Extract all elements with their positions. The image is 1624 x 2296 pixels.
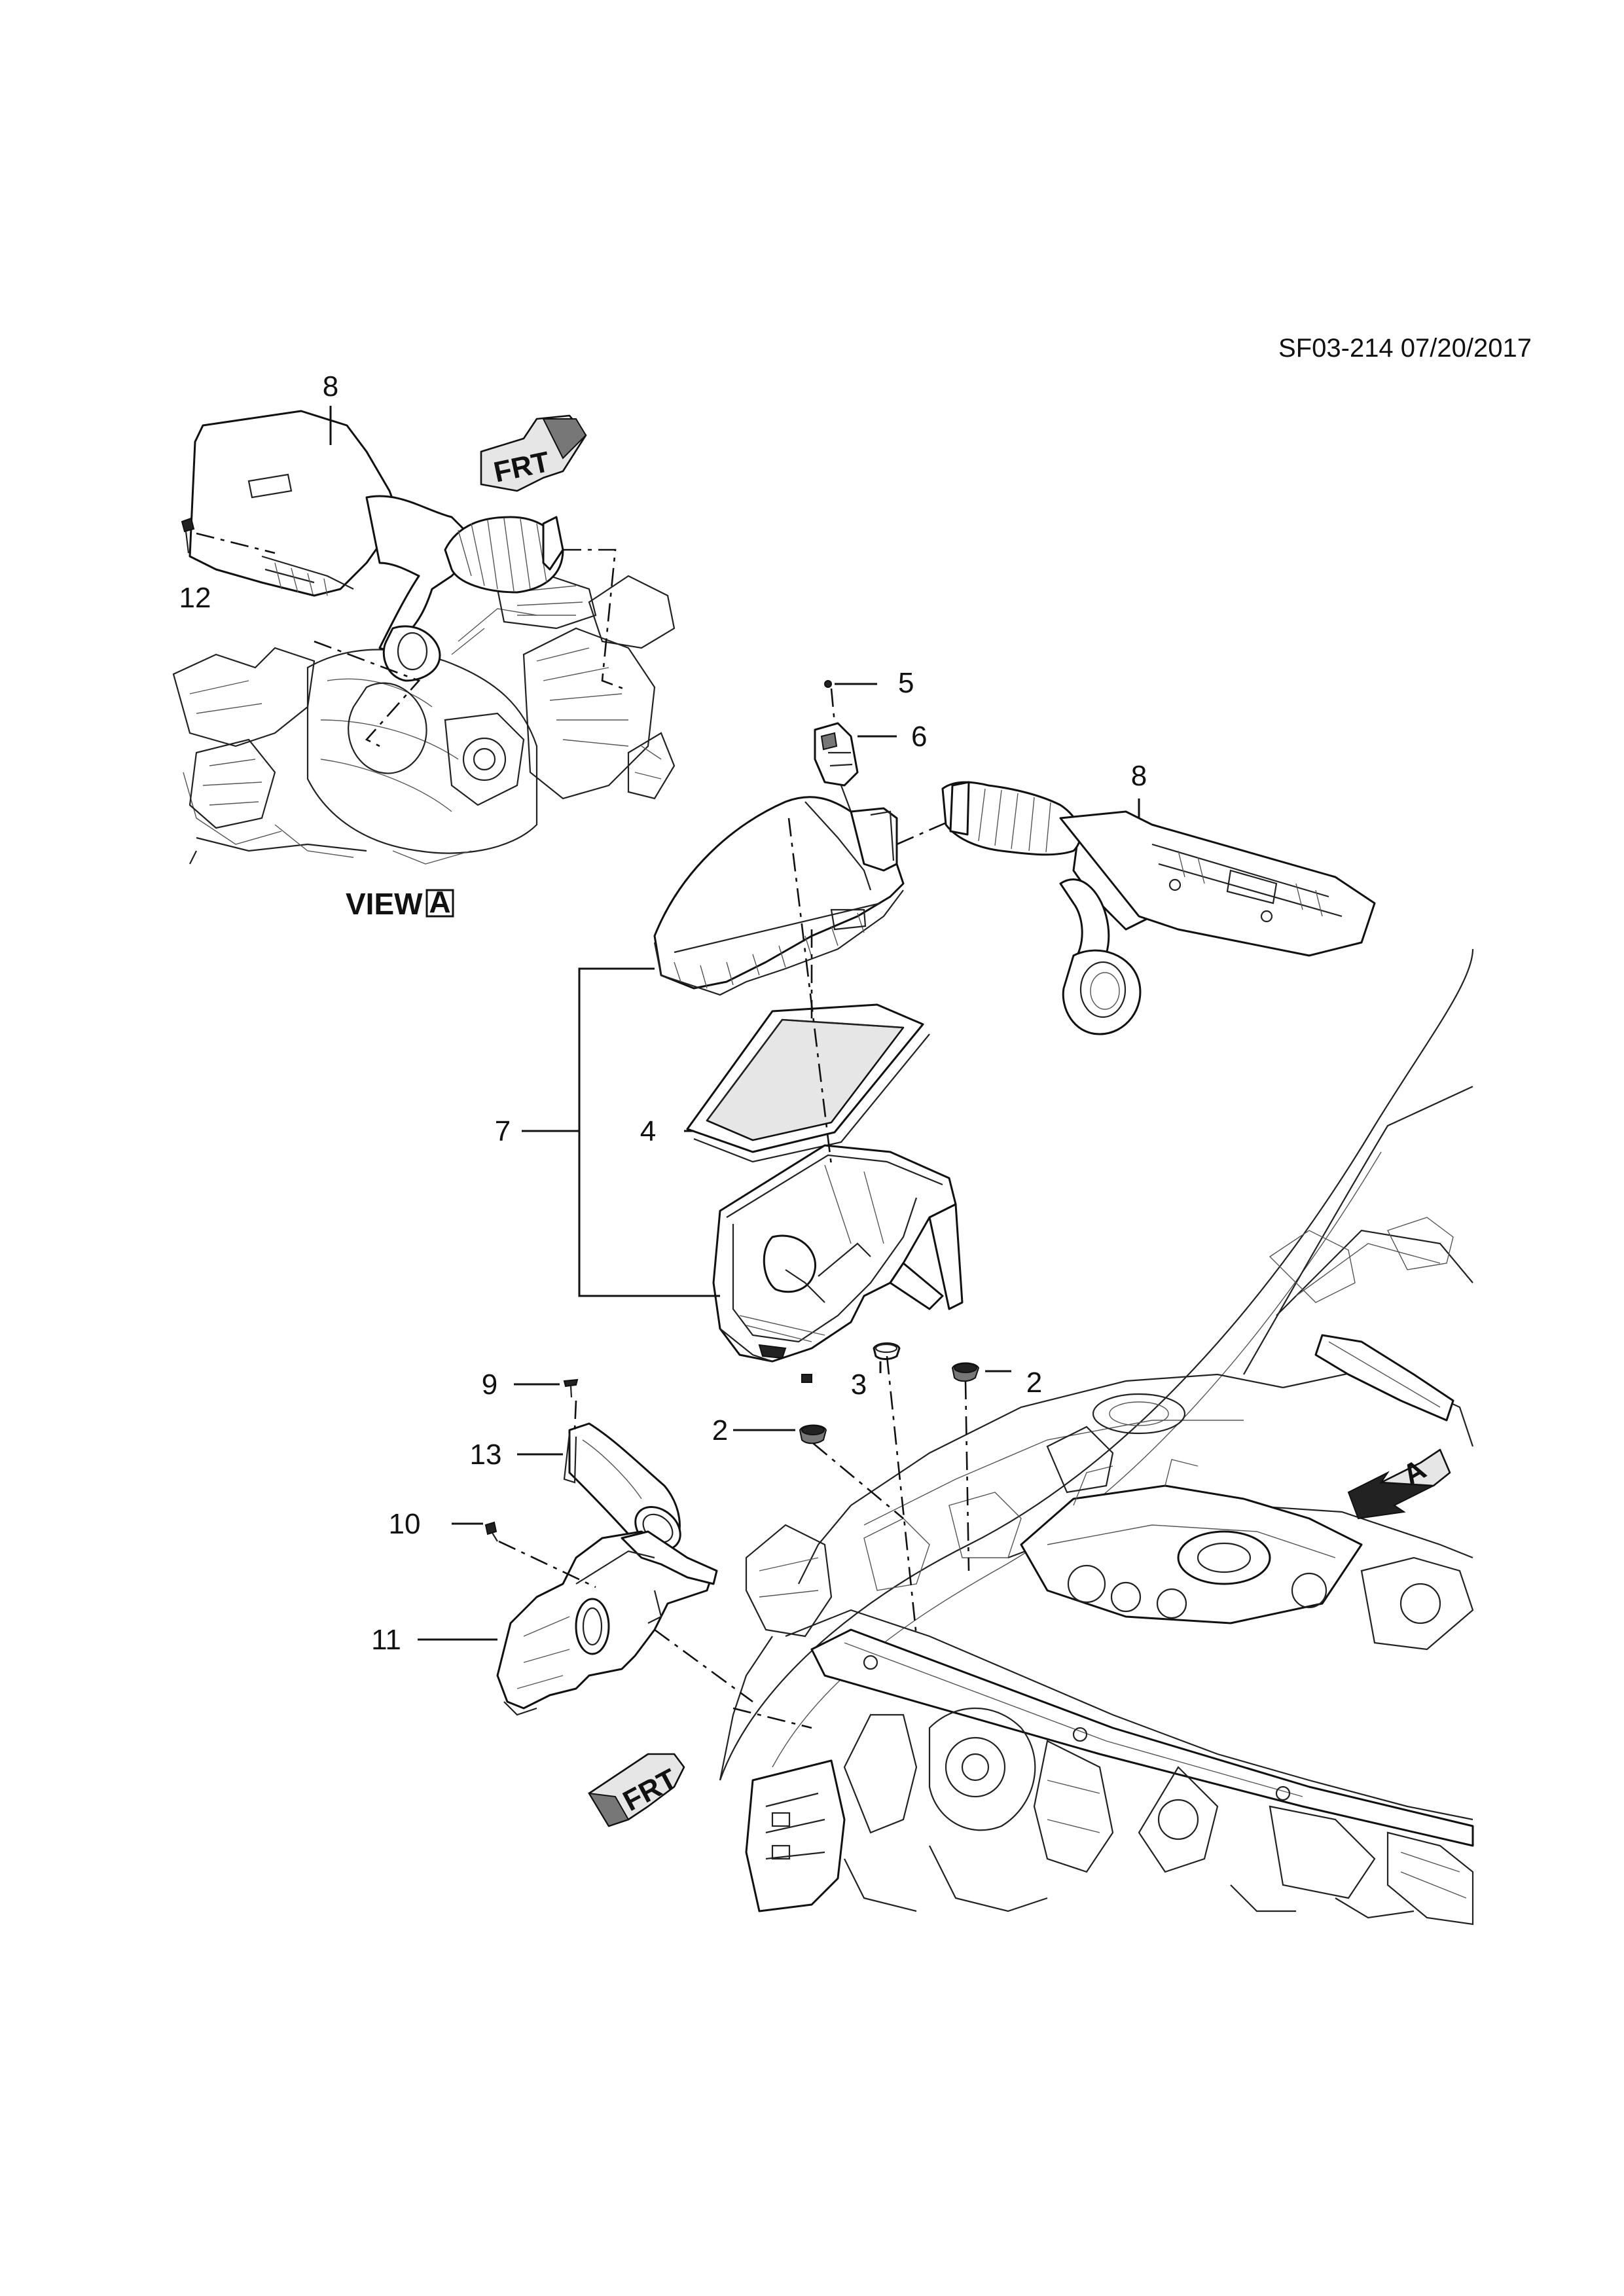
callout-3: 3: [851, 1369, 867, 1401]
pin-part-9: [563, 1378, 579, 1398]
view-a-detail: FRT 8 12 VIEW A: [172, 370, 676, 921]
callout-10: 10: [389, 1508, 421, 1540]
leader-lines: [418, 683, 1140, 1641]
callout-4: 4: [640, 1115, 656, 1147]
view-a-intake-duct-part-8: [189, 410, 564, 682]
air-cleaner-lower-housing: [712, 1144, 964, 1383]
callout-12: 12: [179, 582, 211, 614]
reference-code: SF03-214 07/20/2017: [1278, 334, 1532, 363]
lower-duct-part-11: [496, 1530, 718, 1716]
grommet-part-2-left: [799, 1424, 827, 1444]
grommet-part-2-right: [951, 1362, 980, 1382]
callout-8-main: 8: [1131, 760, 1147, 792]
callout-2-left: 2: [712, 1414, 728, 1446]
callout-13: 13: [470, 1439, 502, 1471]
view-a-engine-background: [172, 575, 676, 865]
callout-7-bracket: [578, 967, 720, 1297]
view-a-direction-arrow: A: [1347, 1448, 1451, 1520]
bolt-part-10: [484, 1521, 498, 1542]
screw-part-5: [824, 680, 832, 688]
callout-5: 5: [898, 667, 914, 699]
assembly-lines: [498, 688, 970, 1729]
callout-8-view-a: 8: [323, 370, 338, 403]
view-a-bolt-part-12: [181, 517, 195, 554]
filter-element-part-4: [686, 1003, 930, 1163]
view-label-box: [425, 889, 454, 918]
callout-9: 9: [482, 1369, 497, 1401]
frt-direction-arrow-view-a: FRT: [480, 414, 587, 492]
callout-7: 7: [495, 1115, 511, 1147]
callout-2-right: 2: [1026, 1367, 1042, 1399]
view-label-prefix: VIEW: [346, 887, 423, 921]
callout-6: 6: [911, 721, 927, 753]
grommet-part-3: [873, 1342, 901, 1360]
vehicle-engine-bay-background: [719, 948, 1474, 1926]
intake-duct-part-8: [941, 781, 1376, 1035]
view-a-label: VIEW A: [346, 885, 454, 921]
callout-11: 11: [371, 1624, 401, 1656]
view-label-letter: A: [429, 885, 450, 919]
frt-direction-arrow-main: FRT: [588, 1753, 685, 1827]
air-cleaner-upper-housing: [653, 796, 905, 996]
